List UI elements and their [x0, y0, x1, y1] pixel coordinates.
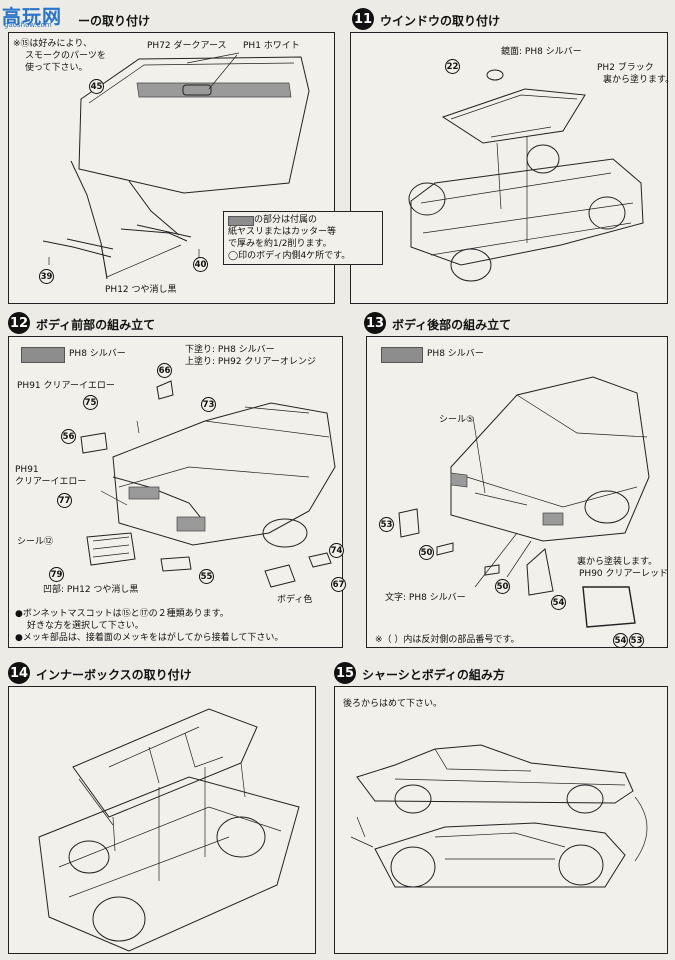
part-number-67: 67	[331, 577, 346, 592]
part-number-75: 75	[83, 395, 98, 410]
step14-number: 14	[8, 662, 30, 684]
part-number-73: 73	[201, 397, 216, 412]
part-number-45: 45	[89, 79, 104, 94]
step14-panel	[8, 686, 316, 954]
part-number-50-left: 50	[419, 545, 434, 560]
step13-panel: PH8 シルバー シール⑤ 53 50 50 54 裏から塗装します。 PH90…	[366, 336, 668, 648]
step12-clear-yellow: PH91 クリアーイエロー	[17, 381, 115, 391]
step13-silver: PH8 シルバー	[427, 349, 484, 359]
front-body-drawing	[80, 380, 336, 588]
part-number-50-right: 50	[495, 579, 510, 594]
step11-panel: 鏡面: PH8 シルバー PH2 ブラック 裏から塗ります。 22 の部分は付属…	[223, 32, 674, 304]
step12-clear-yellow-label: クリアーイエロー	[15, 477, 87, 487]
step11-note-line4: ◯印のボディ内側4ケ所です。	[228, 251, 351, 261]
part-number-77: 77	[57, 493, 72, 508]
part-number-66: 66	[157, 363, 172, 378]
step11-paint-from-back: 裏から塗ります。	[603, 75, 675, 85]
step12-title: ボディ前部の組み立て	[36, 318, 156, 332]
step12-number: 12	[8, 312, 30, 334]
step13-letters-silver: 文字: PH8 シルバー	[385, 593, 466, 603]
step12-undercoat: 下塗り: PH8 シルバー	[185, 345, 275, 355]
silver-swatch	[381, 347, 423, 363]
part-number-55: 55	[199, 569, 214, 584]
part-number-74: 74	[329, 543, 344, 558]
part-number-54b: 54	[613, 633, 628, 648]
part-number-53: 53	[379, 517, 394, 532]
part-number-79: 79	[49, 567, 64, 582]
step12-recess-black: 凹部: PH12 つや消し黒	[43, 585, 139, 595]
step12-topcoat: 上塗り: PH92 クリアーオレンジ	[185, 357, 316, 367]
step12-note-line1: ●ボンネットマスコットは⑮と⑰の２種類あります。	[15, 609, 229, 619]
step13-note: ※（ ）内は反対側の部品番号です。	[375, 635, 520, 645]
step11-black-paint: PH2 ブラック	[597, 63, 654, 73]
step11-title: ウインドウの取り付け	[380, 14, 501, 28]
part-number-56: 56	[61, 429, 76, 444]
step11-mirror-silver: 鏡面: PH8 シルバー	[501, 47, 582, 57]
step12-clear-yellow-code: PH91	[15, 465, 39, 475]
site-watermark-logo: 高玩网 gaoshow.com	[2, 2, 82, 30]
part-number-39: 39	[39, 269, 54, 284]
step11-number: 11	[352, 8, 374, 30]
watermark-text: 高玩网	[2, 6, 63, 28]
inner-box-drawing	[38, 708, 300, 952]
step10-color-white: PH1 ホワイト	[243, 41, 300, 51]
part-combo-54-53: 54 53	[613, 633, 644, 648]
step13-title: ボディ後部の組み立て	[392, 318, 512, 332]
rear-window-drawing	[408, 69, 644, 282]
step12-note-line3: ●メッキ部品は、接着面のメッキをはがしてから接着して下さい。	[15, 633, 284, 643]
step12-note-line2: 好きな方を選択して下さい。	[27, 621, 144, 631]
step12-body-color: ボディ色	[277, 595, 313, 605]
step12-silver: PH8 シルバー	[69, 349, 126, 359]
gray-area-swatch	[228, 216, 254, 226]
step13-clear-red: PH90 クリアーレッド	[579, 569, 668, 579]
step12-seal: シール⑫	[17, 537, 54, 547]
part-number-22: 22	[445, 59, 460, 74]
watermark-url: gaoshow.com	[4, 21, 52, 29]
part-number-53b: 53	[629, 633, 644, 648]
step13-number: 13	[364, 312, 386, 334]
rear-body-drawing	[398, 376, 650, 628]
step11-note-line1: の部分は付属の	[254, 215, 318, 225]
step10-title: ーの取り付け	[78, 14, 151, 28]
part-number-40: 40	[193, 257, 208, 272]
chassis-body-drawing	[350, 744, 648, 888]
step13-seal: シール⑤	[439, 415, 475, 425]
part-number-54: 54	[551, 595, 566, 610]
step10-note-line3: 使って下さい。	[25, 63, 88, 73]
step10-note-line1: ※⑮は好みにより、	[13, 39, 93, 49]
step15-panel: 後ろからはめて下さい。	[334, 686, 668, 954]
step12-panel: PH8 シルバー 下塗り: PH8 シルバー 上塗り: PH92 クリアーオレン…	[8, 336, 346, 648]
step11-note-box: の部分は付属の 紙ヤスリまたはカッター等 で厚みを約1/2削ります。 ◯印のボデ…	[223, 211, 383, 265]
step10-color-dark-earth: PH72 ダークアース	[147, 41, 227, 51]
step15-title: シャーシとボディの組み方	[362, 668, 505, 682]
step10-color-matte-black: PH12 つや消し黒	[105, 285, 177, 295]
step10-note-line2: スモークのパーツを	[25, 51, 106, 61]
step15-note: 後ろからはめて下さい。	[343, 699, 443, 709]
step13-paint-back: 裏から塗装します。	[577, 557, 658, 567]
step14-title: インナーボックスの取り付け	[36, 668, 192, 682]
silver-swatch	[21, 347, 65, 363]
step11-note-line2: 紙ヤスリまたはカッター等	[228, 227, 337, 237]
step11-note-line3: で厚みを約1/2削ります。	[228, 239, 332, 249]
step15-number: 15	[334, 662, 356, 684]
